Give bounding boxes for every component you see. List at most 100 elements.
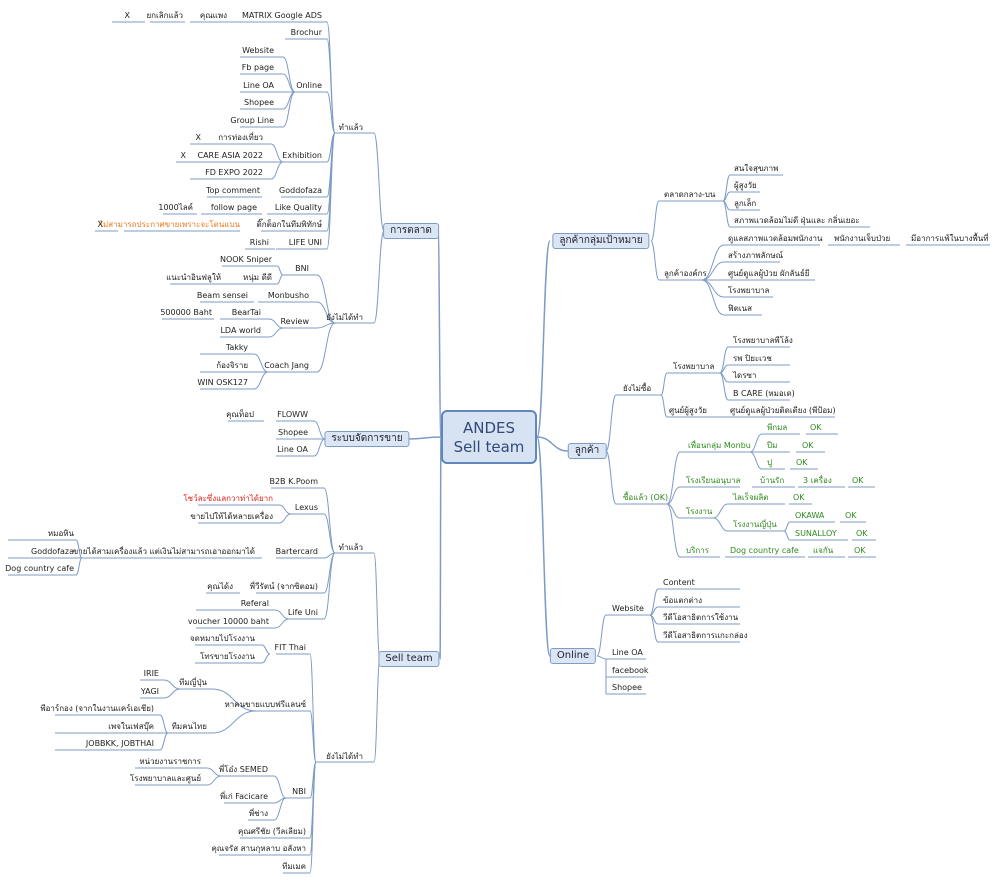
node-m1ok[interactable]: OK [810, 423, 822, 432]
node-lifeuni[interactable]: LIFE UNI [288, 238, 322, 247]
node-b2b[interactable]: B2B K.Poom [269, 477, 318, 486]
node-elder[interactable]: ผู้สูงวัย [734, 181, 757, 190]
node-fjp[interactable]: โรงงานญี่ปุ่น [733, 520, 777, 529]
node-free[interactable]: แจกัน [813, 546, 834, 555]
node-x2[interactable]: X [195, 133, 201, 142]
branch-target[interactable]: ลูกค้ากลุ่มเป้าหมาย [552, 233, 650, 249]
node-jobbkk[interactable]: JOBBKK, JOBTHAI [85, 739, 154, 748]
node-matrix[interactable]: MATRIX Google ADS [241, 11, 322, 20]
node-env[interactable]: สภาพแวดล้อมไม่ดี ฝุ่นและ กลิ่นเยอะ [734, 216, 860, 225]
node-freelance[interactable]: หาคนขายแบบฟรีแลนซ์ [224, 700, 306, 709]
node-cancelled[interactable]: ยกเลิกแล้ว [146, 11, 183, 20]
node-prgroup[interactable]: พีอาร์กอง (จากในงานแคร์เอเชีย) [40, 704, 154, 713]
node-peeweerat[interactable]: พี่วีรัตน์ (จากซิตอม) [249, 582, 318, 591]
node-middle[interactable]: ตลาดกลาง-บน [664, 190, 716, 199]
node-dist-shopee[interactable]: Shopee [278, 428, 308, 437]
node-x1[interactable]: X [124, 11, 130, 20]
marketing-done[interactable]: ทำแล้ว [338, 123, 363, 132]
node-thai[interactable]: ทีมคนไทย [171, 722, 207, 731]
node-fitthai[interactable]: FIT Thai [274, 643, 306, 652]
node-exhibition[interactable]: Exhibition [282, 151, 322, 160]
node-ldaworld[interactable]: LDA world [220, 326, 261, 335]
node-kundang[interactable]: คุณได้ง [207, 582, 233, 591]
node-impact[interactable]: มีอาการแพ้ในบางพื้นที่ [911, 234, 989, 243]
node-m3[interactable]: ปู [767, 458, 773, 467]
node-hosp4[interactable]: B CARE (หมอเด) [733, 389, 795, 398]
node-m2ok[interactable]: OK [802, 441, 814, 450]
node-barterdesc[interactable]: ขายได้สามเครื่องแล้ว แต่เงินไม่สามารถเอา… [72, 547, 255, 556]
node-voucher[interactable]: voucher 10000 baht [187, 617, 269, 626]
node-child[interactable]: ลูกเล็ก [734, 199, 757, 208]
node-elder1[interactable]: ศูนย์ดูแลผู้ป่วยติดเตียง (พีป้อม) [730, 406, 836, 415]
node-m2[interactable]: ปีม [767, 441, 778, 450]
node-on-shopee[interactable]: Shopee [612, 683, 642, 692]
node-nosales[interactable]: ไม่สามารถประกาศขายเพราะจะโดนแบน [98, 220, 240, 229]
node-yagi[interactable]: YAGI [140, 687, 159, 696]
node-fit1[interactable]: จดหมายไปโรงงาน [189, 634, 255, 643]
node-likequality[interactable]: Like Quality [274, 203, 322, 212]
node-bought[interactable]: ซื้อแล้ว (OK) [623, 493, 669, 502]
node-m1[interactable]: พีกมล [767, 423, 788, 432]
node-bni[interactable]: BNI [295, 264, 309, 273]
sellteam-notdone[interactable]: ยังไม่ได้ทำ [326, 752, 363, 761]
branch-marketing[interactable]: การตลาด [383, 223, 439, 239]
branch-online[interactable]: Online [549, 648, 597, 664]
branch-customer[interactable]: ลูกค้า [567, 443, 607, 459]
node-gov[interactable]: หน่วยงานราชการ [139, 757, 201, 766]
node-referal[interactable]: Referal [240, 599, 269, 608]
node-followpage[interactable]: follow page [210, 203, 257, 212]
root-node[interactable]: ANDES Sell team [441, 410, 537, 464]
node-topcomment[interactable]: Top comment [205, 186, 260, 195]
node-x3[interactable]: X [180, 151, 186, 160]
node-nookdee[interactable]: หนุ่ม ดีดี [243, 273, 272, 282]
node-cu-hospital[interactable]: โรงพยาบาล [673, 362, 715, 371]
node-trip[interactable]: การท่องเที่ยว [218, 133, 263, 142]
node-fitness[interactable]: ฟิตเนส [728, 304, 752, 313]
node-image[interactable]: สร้างภาพลักษณ์ [728, 251, 784, 260]
node-groupline[interactable]: Group Line [230, 116, 274, 125]
node-peechang[interactable]: พี่ช่าง [248, 809, 268, 818]
node-school1[interactable]: บ้านรัก [760, 476, 785, 485]
node-factory[interactable]: โรงงาน [686, 507, 713, 516]
node-howto[interactable]: วีดีโอสาธิตการใช้งาน [663, 613, 739, 622]
node-fdexpo[interactable]: FD EXPO 2022 [205, 168, 263, 177]
node-bartercard[interactable]: Bartercard [275, 547, 318, 556]
node-st-hospital[interactable]: โรงพยาบาลและศูนย์ [129, 774, 201, 783]
node-takky[interactable]: Takky [225, 343, 248, 352]
node-school[interactable]: โรงเรียนอนุบาล [686, 476, 741, 485]
node-tiktok[interactable]: ติ๊กต็อกในทีมพิทักษ์ [256, 220, 322, 229]
node-st-lifeuni[interactable]: Life Uni [287, 608, 318, 617]
node-x4[interactable]: X [97, 220, 103, 229]
sellteam-done[interactable]: ทำแล้ว [338, 543, 363, 552]
node-irie[interactable]: IRIE [143, 669, 159, 678]
node-center[interactable]: ศูนย์ดูแลผู้ป่วย ผักลันธ์ยี [728, 269, 810, 278]
node-review[interactable]: Review [280, 317, 309, 326]
node-compare[interactable]: ข้อแตกต่าง [663, 596, 703, 605]
node-dogcafe[interactable]: Dog country cafe [730, 546, 799, 555]
node-like1000[interactable]: 1000ไลค์ [158, 203, 193, 212]
marketing-notdone[interactable]: ยังไม่ได้ทำ [326, 313, 363, 322]
node-mohin[interactable]: หมอหิน [47, 529, 74, 538]
node-org[interactable]: ลูกค้าองค์กร [664, 269, 707, 278]
node-semed[interactable]: พี่โอ๋ง SEMED [218, 765, 268, 774]
node-floww[interactable]: FLOWW [277, 410, 308, 419]
node-coachjang[interactable]: Coach Jang [264, 361, 309, 370]
node-worker[interactable]: ดูแลสภาพแวดล้อมพนักงาน [728, 234, 823, 243]
node-shopee[interactable]: Shopee [244, 98, 274, 107]
node-school2[interactable]: 3 เครื่อง [803, 476, 832, 485]
node-nook[interactable]: NOOK Sniper [219, 255, 272, 264]
node-on-lineoa[interactable]: Line OA [612, 648, 643, 657]
node-on-facebook[interactable]: facebook [612, 666, 649, 675]
node-sunalloy[interactable]: SUNALLOY [795, 529, 837, 538]
branch-distribution[interactable]: ระบบจัดการขาย [324, 431, 410, 447]
node-lexusred[interactable]: โชว์ละซึ่งแลกวาท่าได้ยาก [183, 494, 273, 503]
node-hosp1[interactable]: โรงพยาบาลพีโล้ง [733, 336, 793, 345]
node-sunalloyok[interactable]: OK [856, 529, 868, 538]
node-health[interactable]: สนใจสุขภาพ [734, 164, 779, 173]
node-jip[interactable]: คุณท็อป [226, 410, 254, 419]
node-tiemek[interactable]: ทีมเมค [282, 862, 306, 871]
node-demo[interactable]: วีดีโอสาธิตการแกะกล่อง [663, 631, 748, 640]
node-lineoa[interactable]: Line OA [243, 81, 274, 90]
node-beamsensei[interactable]: Beam sensei [196, 291, 248, 300]
node-kongjirat[interactable]: ก้องจิราย [216, 361, 248, 370]
